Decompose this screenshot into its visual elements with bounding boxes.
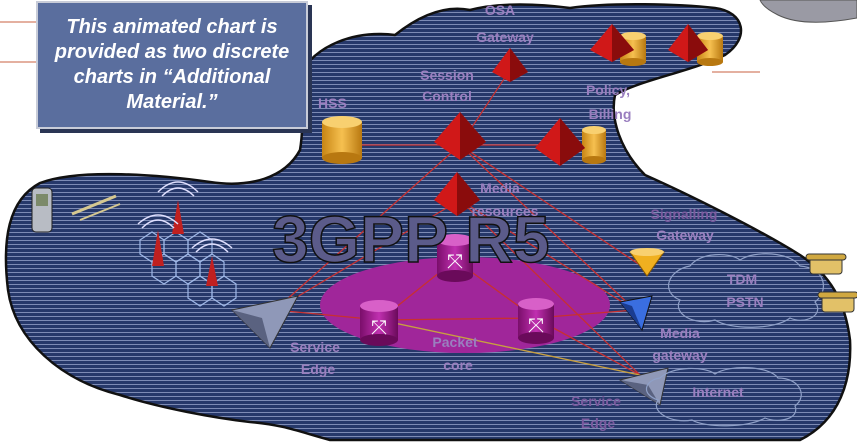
- radio-tower-icon: [137, 181, 233, 286]
- label-service-edge-left-2: Edge: [301, 361, 335, 377]
- label-media-gateway-2: gateway: [652, 347, 707, 363]
- hss-database-icon: [322, 116, 362, 164]
- policy-database-icon: [582, 32, 723, 164]
- label-service-edge-left-1: Service: [290, 339, 340, 355]
- router-cylinder-icon: ⤧ ⤧ ⤧: [360, 234, 554, 346]
- svg-text:⤧: ⤧: [447, 249, 463, 273]
- label-session-control: Control: [422, 88, 472, 104]
- label-media-resources-1: Media: [480, 180, 520, 196]
- decorative-gray-shape: [759, 0, 857, 23]
- label-media-resources-2: resources: [472, 203, 539, 219]
- telephone-icon: [805, 253, 857, 313]
- svg-text:⤧: ⤧: [528, 313, 544, 337]
- red-pyramid-node-icon: [434, 24, 708, 216]
- note-text: This animated chart is provided as two d…: [54, 16, 290, 113]
- label-pstn: PSTN: [726, 294, 763, 310]
- label-service-edge-right-1: Service: [571, 393, 621, 409]
- label-hss: HSS: [318, 95, 347, 111]
- edge-pyramid-icon: [230, 295, 669, 406]
- mobile-phone-icon: [31, 187, 121, 233]
- label-policy: Policy,: [586, 82, 630, 98]
- media-gateway-icon: [619, 295, 653, 332]
- radio-tower-icon: [139, 231, 237, 307]
- label-signalling-gateway: Gateway: [656, 227, 714, 243]
- release-headline: 3GPP R5: [272, 202, 550, 276]
- svg-text:⤧: ⤧: [371, 315, 387, 339]
- label-internet: Internet: [692, 384, 744, 400]
- label-tdm: TDM: [727, 271, 757, 287]
- label-osa-gateway: Gateway: [476, 29, 534, 45]
- signalling-funnel-icon: [629, 248, 665, 277]
- label-packet-core: core: [443, 357, 473, 373]
- label-osa: OSA: [485, 2, 515, 18]
- label-media-gateway-1: Media: [660, 325, 700, 341]
- label-session: Session: [420, 67, 474, 83]
- label-signalling: Signalling: [651, 206, 718, 222]
- label-billing: Billing: [589, 106, 632, 122]
- internet-cloud: [646, 367, 802, 427]
- tdm-pstn-cloud: [668, 253, 824, 328]
- label-packet: Packet: [432, 334, 477, 350]
- label-service-edge-right-2: Edge: [581, 415, 615, 431]
- additional-material-note: This animated chart is provided as two d…: [36, 1, 308, 129]
